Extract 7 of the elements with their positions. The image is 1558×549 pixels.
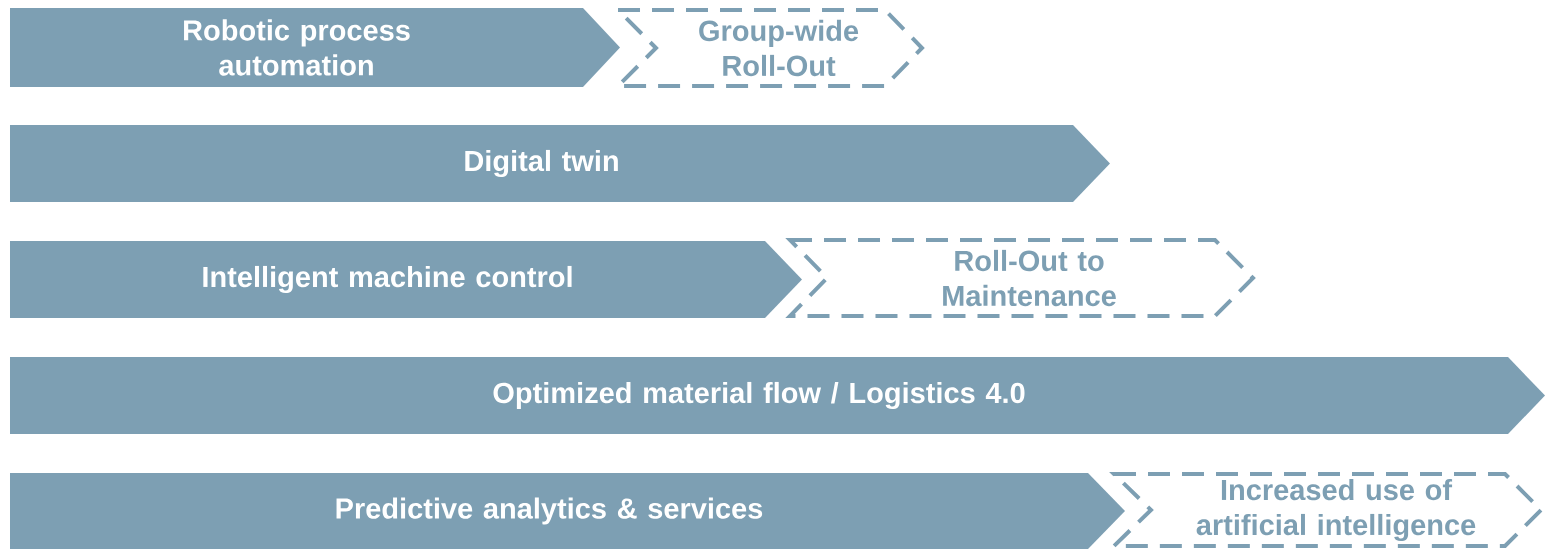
phase-bar: Increased use of artificial intelligence: [1109, 472, 1544, 548]
phase-bar: Digital twin: [10, 125, 1110, 202]
phase-bar: Roll-Out to Maintenance: [785, 238, 1256, 318]
phase-bar: Optimized material flow / Logistics 4.0: [10, 357, 1545, 434]
phase-bar: Robotic process automation: [10, 8, 620, 87]
phase-bar: Predictive analytics & services: [10, 473, 1125, 549]
phase-bar: Intelligent machine control: [10, 241, 802, 318]
